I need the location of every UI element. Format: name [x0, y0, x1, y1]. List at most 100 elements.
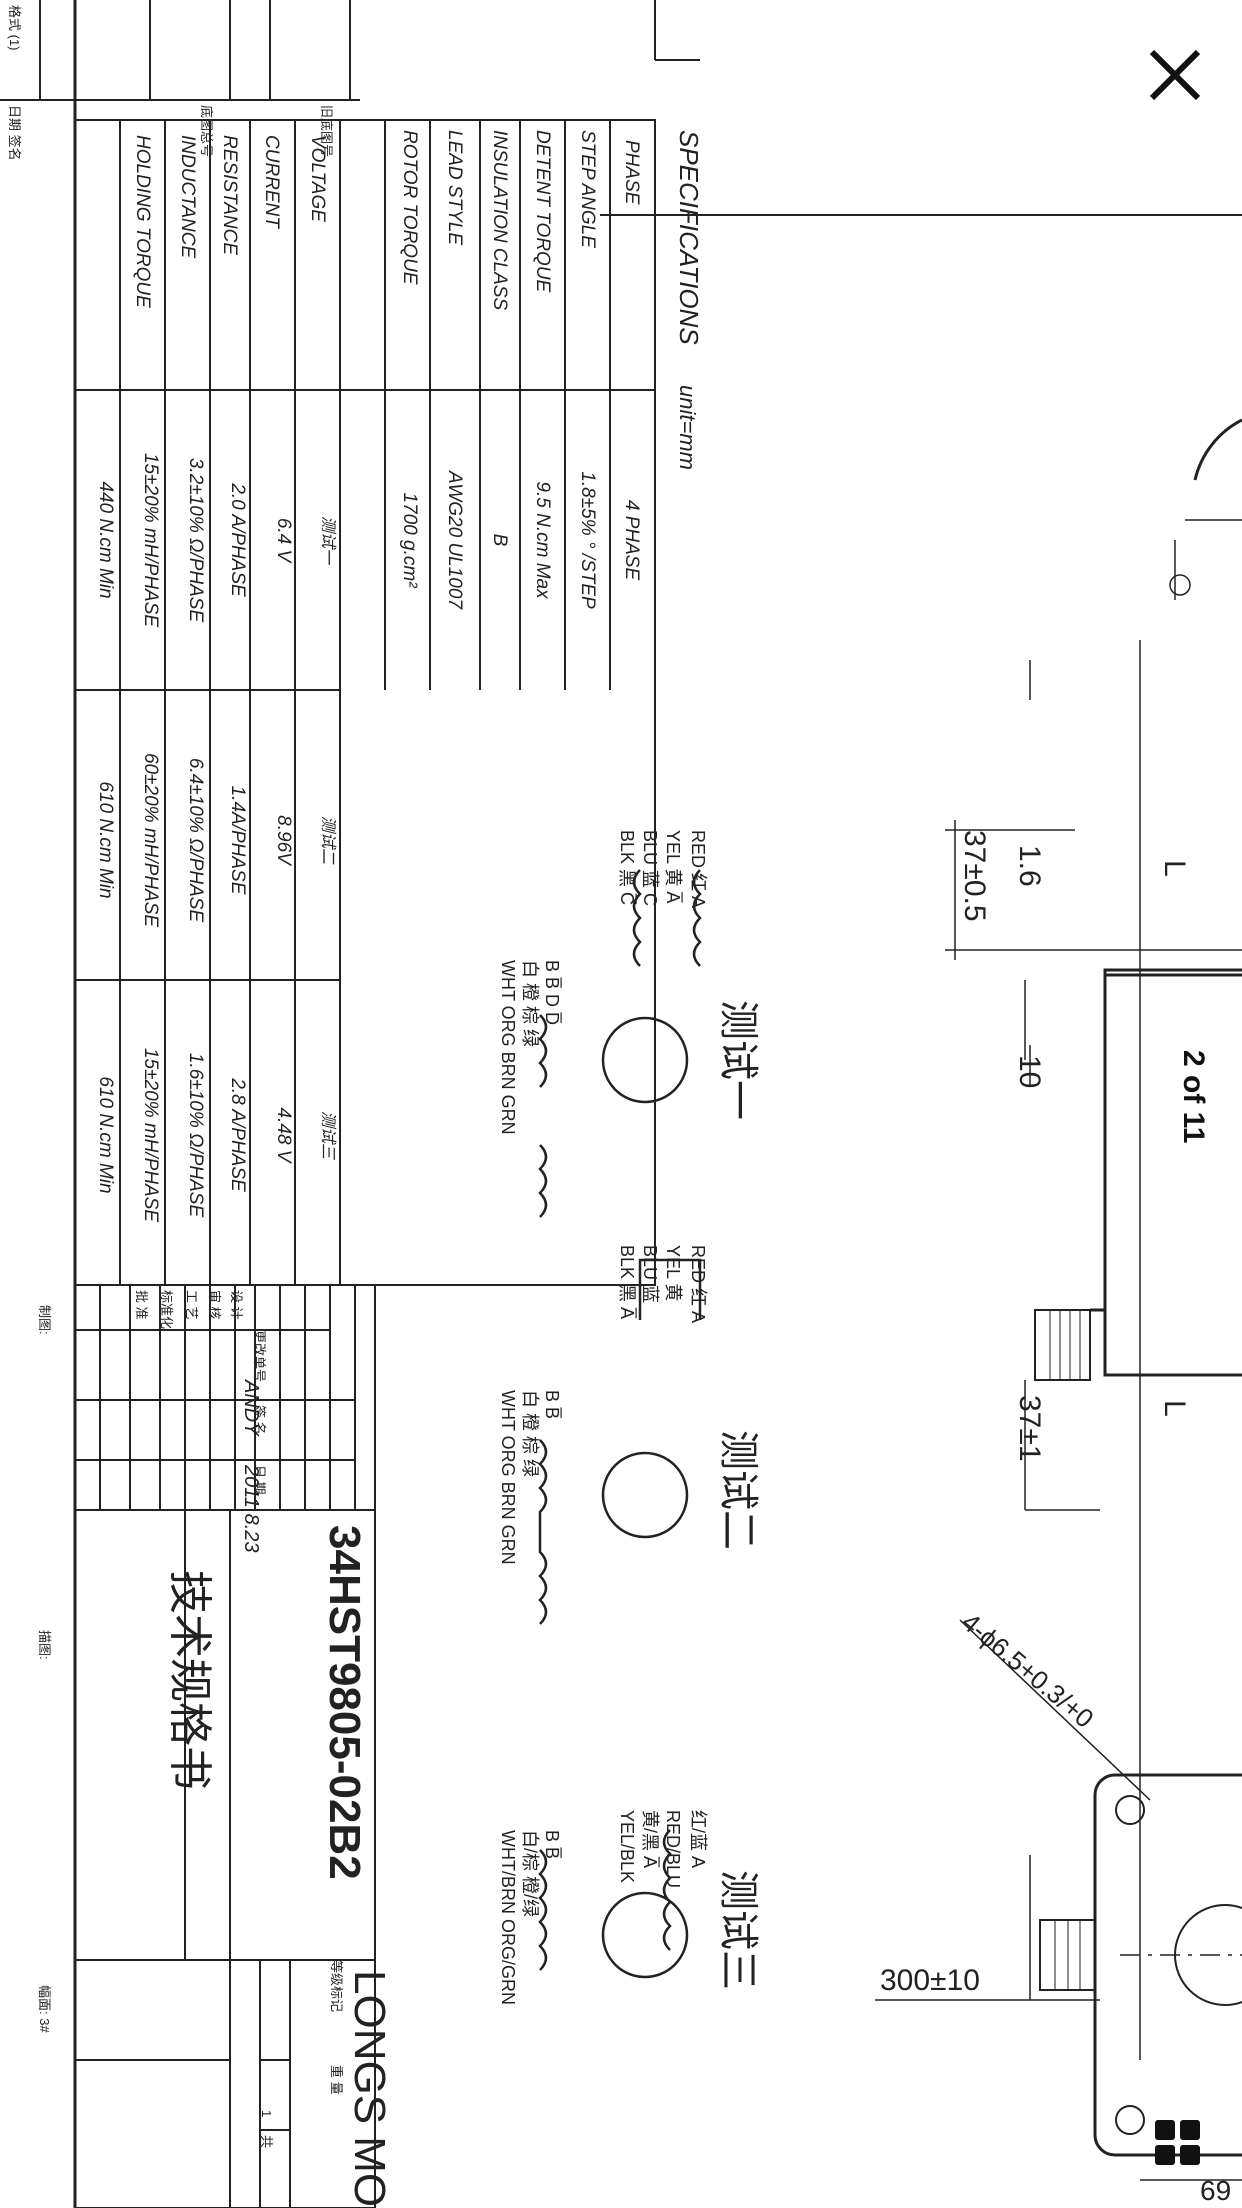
- dim-37-0-5: 37±0.5: [958, 830, 991, 922]
- title-block-label: 日 期: [252, 1465, 267, 1495]
- test-value: 440 N.cm Min: [95, 481, 116, 598]
- motor-front-view: [1169, 418, 1242, 600]
- wiring-2-title: 测试二: [716, 1430, 760, 1550]
- wiring-3-right-label: WHT/BRN ORG/GRN: [498, 1830, 518, 2005]
- page-indicator-text: 2 of 11: [1177, 1050, 1210, 1144]
- title-block-label: 等级标记: [329, 1960, 344, 2012]
- title-block-label: 更改单号: [252, 1330, 267, 1382]
- wiring-1-right-label: B B̅ D D̅: [542, 960, 562, 1025]
- title-block-label: 签 名: [252, 1405, 267, 1435]
- title-block-label: 设 计: [229, 1290, 244, 1320]
- spec-row-value: 4 PHASE: [621, 500, 642, 581]
- title-block-label: 1: [259, 2110, 274, 2117]
- wiring-3-title: 测试三: [716, 1870, 760, 1990]
- margin-label: 描图:: [37, 1630, 52, 1660]
- wiring-diagram-2: [538, 1258, 702, 1625]
- dimension-lines: [875, 640, 1242, 2181]
- title-block-label: 共: [259, 2135, 274, 2148]
- page-indicator: 2 of 11: [1155, 1050, 1215, 1220]
- margin-label: 格式 (1): [7, 5, 22, 51]
- spec-row-label: LEAD STYLE: [444, 130, 465, 245]
- wiring-diagram-3: [538, 1829, 689, 1979]
- spec-row-value: 1.8±5% ° /STEP: [577, 471, 598, 609]
- wiring-3-left-label: 红/蓝 A: [688, 1810, 708, 1868]
- margin-label: 制图:: [37, 1305, 52, 1335]
- test-value: 1.4A/PHASE: [227, 786, 248, 895]
- dim-1-6: 1.6: [1013, 845, 1046, 887]
- spec-row-label: INSULATION CLASS: [489, 130, 510, 311]
- design-date: 2011.8.23: [240, 1464, 262, 1553]
- spec-row-label: RESISTANCE: [219, 135, 240, 255]
- wiring-2-right-label: B B̅: [542, 1390, 562, 1419]
- spec-row-value: 1700 g.cm²: [399, 492, 420, 588]
- spec-row-label: ROTOR TORQUE: [399, 130, 420, 285]
- grid-icon: [1155, 2120, 1200, 2165]
- spec-row-label: PHASE: [621, 140, 642, 205]
- motor-side-view: [1034, 968, 1242, 1381]
- company-name: LONGS MOT: [345, 1970, 394, 2208]
- wiring-2-right-label: WHT ORG BRN GRN: [498, 1390, 518, 1565]
- title-block: [74, 1284, 376, 2208]
- wiring-1-left-label: BLU 蓝 C: [640, 830, 660, 906]
- test-header: 测试一: [319, 516, 337, 566]
- spec-title: SPECIFICATIONS: [674, 130, 704, 345]
- doc-title: 技术规格书: [165, 1570, 214, 1790]
- spec-row-label: INDUCTANCE: [177, 135, 198, 258]
- wiring-1-left-label: BLK 黑 C̅: [617, 830, 637, 905]
- spec-row-value: AWG20 UL1007: [444, 470, 465, 610]
- dim-l-2: L: [1158, 1400, 1191, 1417]
- test-header: 测试二: [319, 816, 337, 865]
- dim-10: 10: [1013, 1055, 1046, 1088]
- test-value: 60±20% mH/PHASE: [140, 753, 161, 927]
- spec-table: [74, 119, 656, 1286]
- test-header: 测试三: [319, 1111, 337, 1161]
- test-value: 4.48 V: [273, 1108, 294, 1165]
- spec-row-value: B: [489, 534, 510, 547]
- wiring-diagram-1: [538, 869, 702, 1218]
- spec-row-label: CURRENT: [261, 135, 282, 229]
- dim-37-1: 37±1: [1013, 1395, 1046, 1462]
- wiring-3-right-label: 白/棕 橙/绿: [520, 1830, 540, 1917]
- wiring-1-right-label: 白 橙 棕 绿: [520, 960, 540, 1047]
- spec-row-label: HOLDING TORQUE: [132, 135, 153, 308]
- wiring-1-right-label: WHT ORG BRN GRN: [498, 960, 518, 1135]
- spec-unit: unit=mm: [675, 385, 700, 470]
- wiring-1-left-label: RED 红 A: [688, 830, 708, 908]
- margin-label: 幅面: 3#: [37, 1985, 52, 2033]
- wiring-2-left-label: RED 红 A: [688, 1245, 708, 1323]
- test-value: 6.4±10% Ω/PHASE: [185, 758, 206, 923]
- designer-name: ANDY: [240, 1379, 262, 1437]
- test-value: 610 N.cm Min: [95, 781, 116, 898]
- wiring-1-title: 测试一: [716, 1000, 760, 1120]
- dim-l-1: L: [1158, 860, 1191, 877]
- title-block-label: 审 核: [207, 1290, 222, 1320]
- test-value: 2.0 A/PHASE: [227, 482, 248, 597]
- title-block-label: 批 准: [134, 1290, 149, 1320]
- wiring-2-left-label: BLU 蓝: [640, 1245, 660, 1303]
- test-value: 15±20% mH/PHASE: [140, 453, 161, 627]
- dim-69: 69: [1200, 2175, 1231, 2206]
- margin-label: 旧底图号: [319, 105, 334, 157]
- title-block-label: 标准化: [159, 1290, 174, 1329]
- test-value: 15±20% mH/PHASE: [140, 1048, 161, 1222]
- wiring-1-left-label: YEL 黄 A̅: [663, 830, 683, 903]
- test-value: 2.8 A/PHASE: [227, 1077, 248, 1192]
- wiring-2-left-label: YEL 黄: [663, 1245, 683, 1301]
- spec-row-value: 9.5 N.cm Max: [532, 481, 553, 600]
- spec-row-values: 4 PHASE 1.8±5% ° /STEP 9.5 N.cm Max B AWG20 …: [399, 470, 642, 610]
- title-block-label: 重 量: [329, 2065, 344, 2095]
- close-button[interactable]: [1130, 30, 1220, 120]
- wiring-3-left-label: 黄/黑 A̅: [640, 1810, 660, 1868]
- wiring-2-left-label: BLK 黑 A̅: [617, 1245, 637, 1319]
- test-value: 1.6±10% Ω/PHASE: [185, 1053, 206, 1218]
- test-value: 8.96V: [273, 815, 294, 867]
- test-value: 610 N.cm Min: [95, 1076, 116, 1193]
- margin-label: 日期 签名: [7, 105, 22, 161]
- wiring-2-right-label: 白 橙 棕 绿: [520, 1390, 540, 1477]
- grid-view-button[interactable]: [1150, 2115, 1210, 2175]
- wiring-3-left-label: YEL/BLK: [617, 1810, 637, 1883]
